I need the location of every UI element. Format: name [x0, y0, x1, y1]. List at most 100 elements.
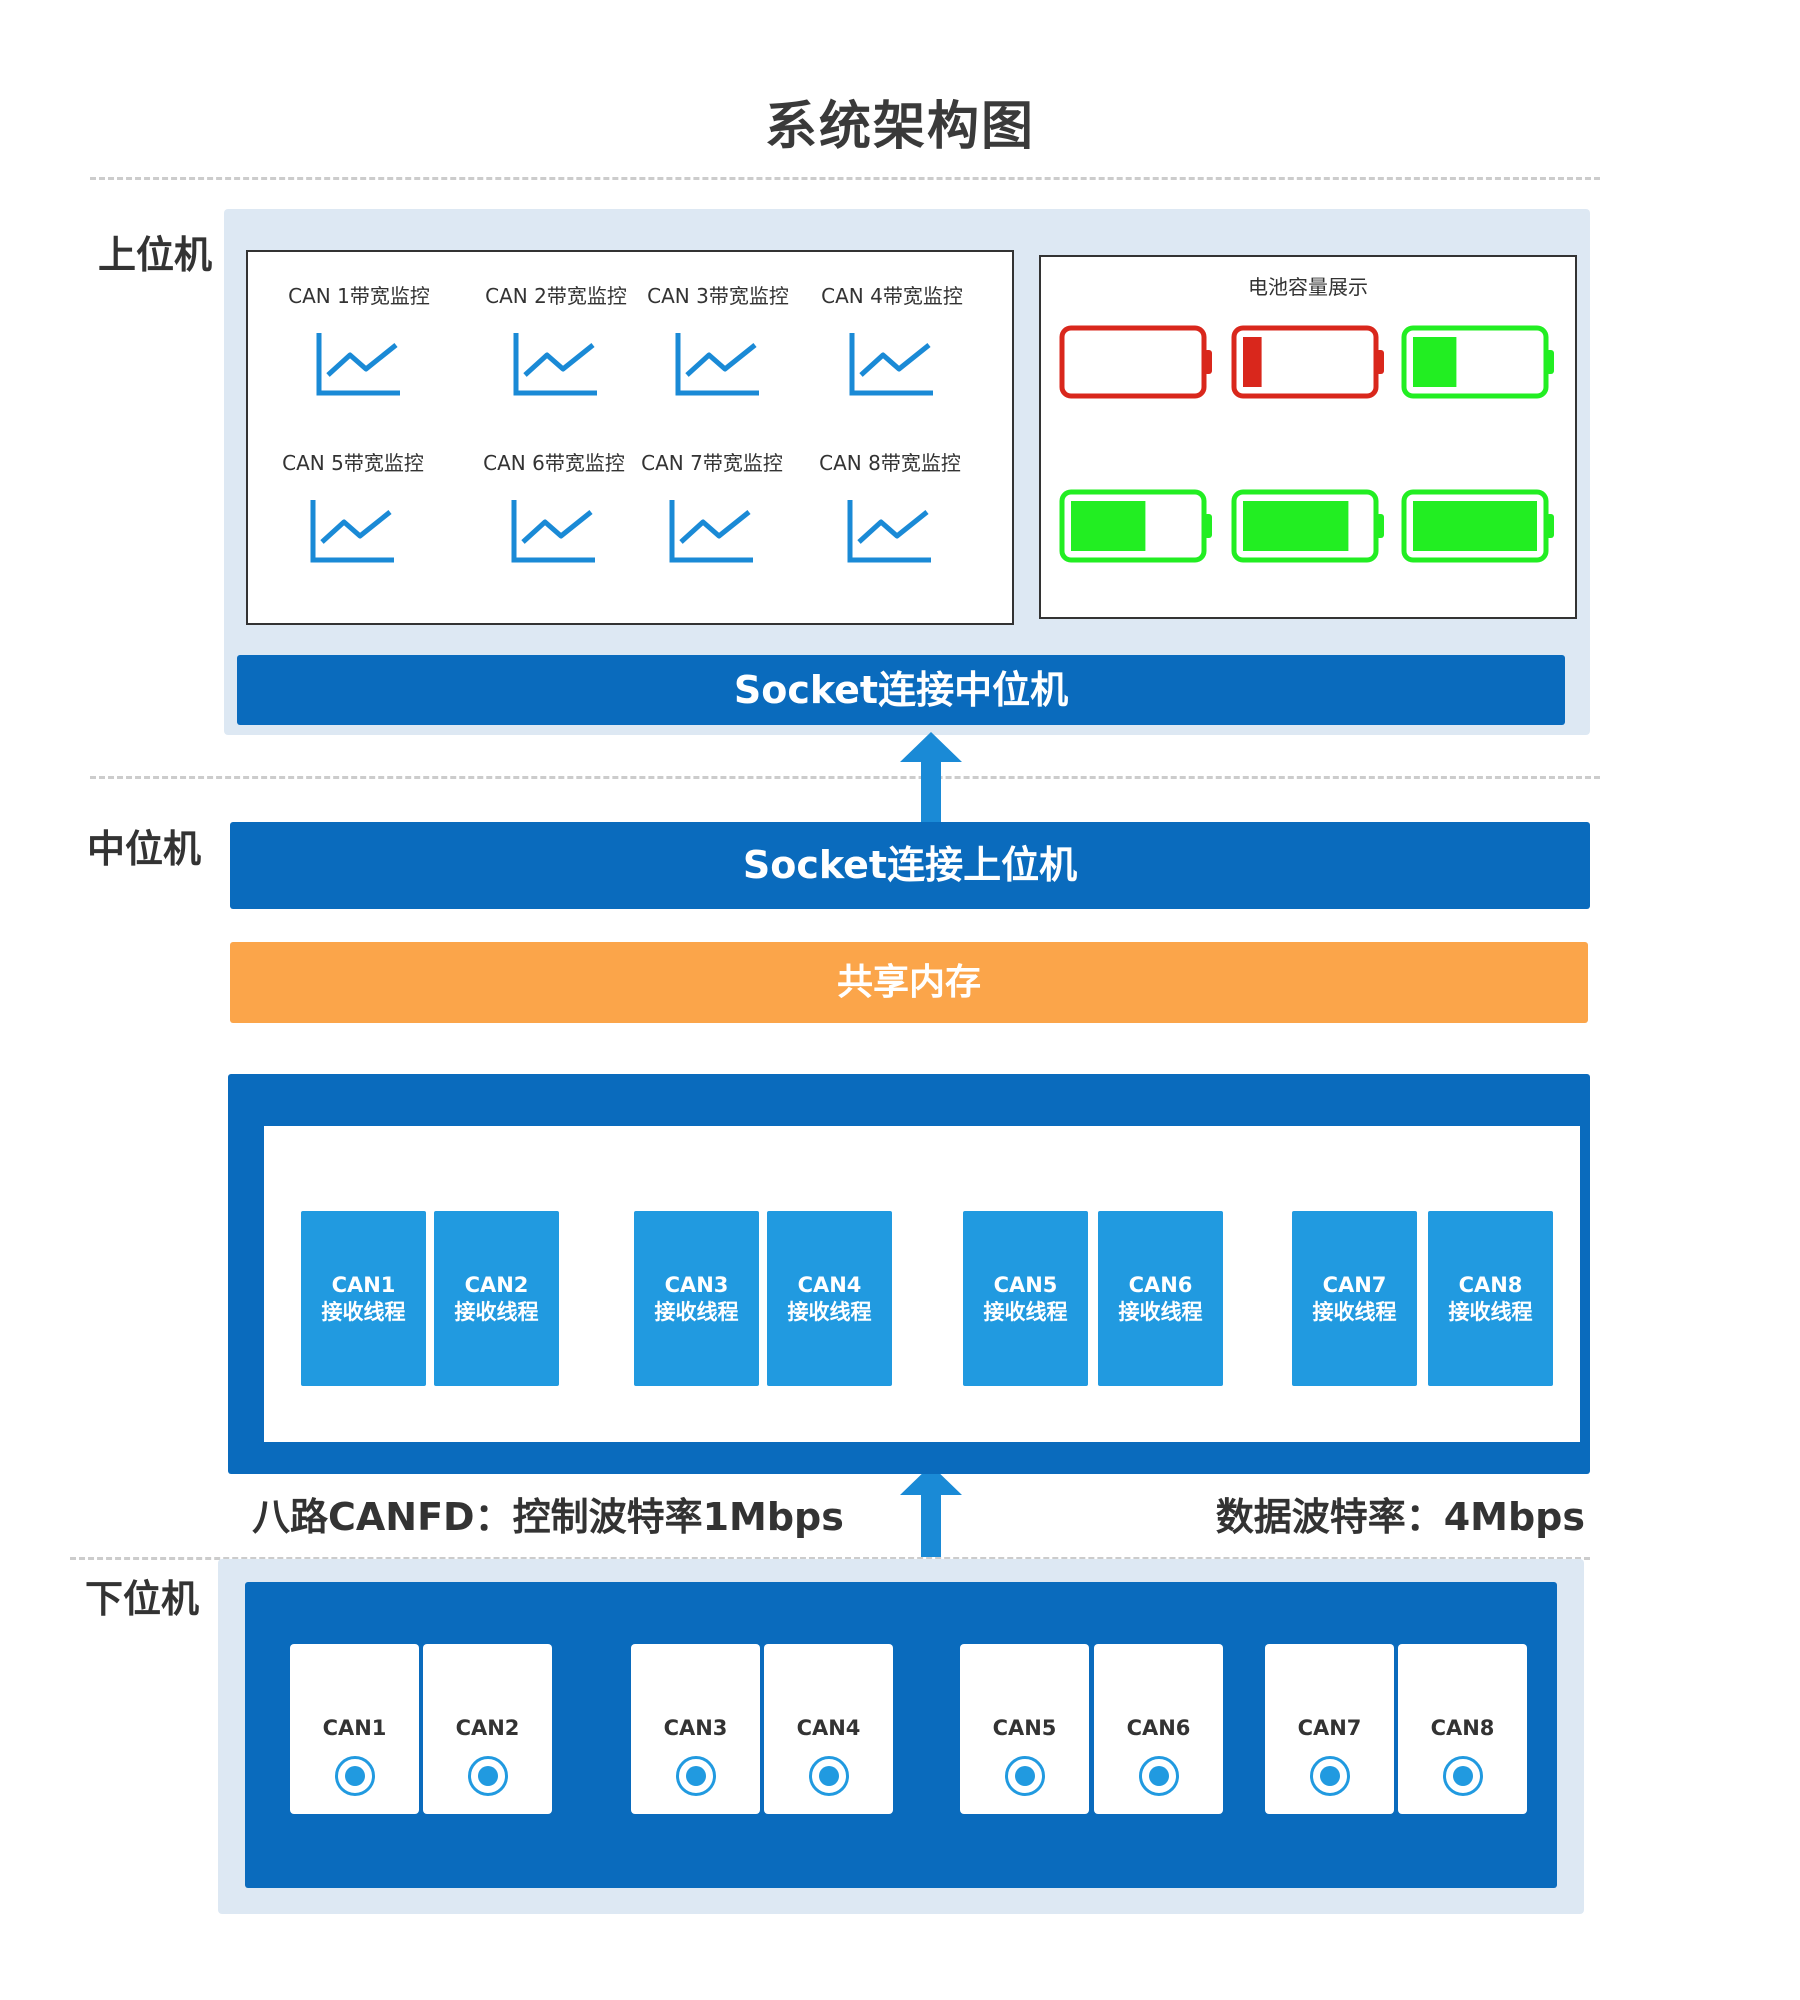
monitor-can8: CAN 8带宽监控 — [815, 447, 965, 564]
connector-icon — [1138, 1756, 1179, 1796]
battery-level-fill — [1413, 501, 1537, 551]
connector-icon — [1004, 1756, 1045, 1796]
lower-panel: CAN1 CAN2 CAN3 CAN4 CAN5 CAN6 CAN7 CAN8 — [218, 1559, 1584, 1914]
thread-sub-label: 接收线程 — [454, 1299, 539, 1324]
thread-sub-label: 接收线程 — [983, 1299, 1068, 1324]
line-chart-icon — [513, 333, 597, 396]
can-ports-frame: CAN1 CAN2 CAN3 CAN4 CAN5 CAN6 CAN7 CAN8 — [245, 1582, 1557, 1888]
thread-can-label: CAN1 — [331, 1272, 396, 1297]
separator-top — [90, 177, 1600, 180]
diagram-title: 系统架构图 — [764, 97, 1035, 157]
monitor-can4: CAN 4带宽监控 — [817, 280, 967, 397]
link-note-left: 八路CANFD：控制波特率1Mbps — [252, 1495, 844, 1539]
socket-to-middle-bar: Socket连接中位机 — [237, 655, 1565, 725]
line-chart-icon — [310, 500, 394, 563]
thread-can-label: CAN2 — [464, 1272, 529, 1297]
connector-icon — [1442, 1756, 1483, 1796]
monitor-can3: CAN 3带宽监控 — [643, 280, 793, 397]
port-can6: CAN6 — [1094, 1644, 1223, 1814]
line-chart-icon — [316, 333, 400, 396]
monitor-label: CAN 8带宽监控 — [819, 451, 961, 475]
battery-icon — [1401, 325, 1554, 399]
layer-label-middle: 中位机 — [87, 827, 202, 871]
battery-icon — [1059, 489, 1212, 563]
port-label: CAN7 — [1297, 1716, 1362, 1740]
separator-upper-middle — [90, 776, 1600, 779]
monitor-label: CAN 7带宽监控 — [641, 451, 783, 475]
monitor-can1: CAN 1带宽监控 — [284, 280, 434, 397]
battery-icon — [1059, 325, 1212, 399]
battery-icon — [1231, 325, 1384, 399]
arrow-up-icon — [900, 732, 962, 822]
thread-can-label: CAN4 — [797, 1272, 862, 1297]
port-label: CAN2 — [455, 1716, 520, 1740]
port-label: CAN8 — [1430, 1716, 1495, 1740]
battery-level-fill — [1413, 337, 1457, 387]
port-can3: CAN3 — [631, 1644, 760, 1814]
thread-sub-label: 接收线程 — [1312, 1299, 1397, 1324]
port-label: CAN1 — [322, 1716, 387, 1740]
separator-middle-lower — [70, 1557, 1590, 1560]
monitor-label: CAN 2带宽监控 — [485, 284, 627, 308]
port-can4: CAN4 — [764, 1644, 893, 1814]
shared-memory-bar: 共享内存 — [230, 942, 1588, 1023]
battery-icon — [1231, 489, 1384, 563]
monitor-label: CAN 4带宽监控 — [821, 284, 963, 308]
battery-icons — [1041, 257, 1575, 617]
monitor-can6: CAN 6带宽监控 — [479, 447, 629, 564]
thread-can-label: CAN3 — [664, 1272, 729, 1297]
monitor-label: CAN 5带宽监控 — [282, 451, 424, 475]
port-label: CAN3 — [663, 1716, 728, 1740]
port-label: CAN6 — [1126, 1716, 1191, 1740]
monitor-can2: CAN 2带宽监控 — [481, 280, 631, 397]
thread-can-label: CAN7 — [1322, 1272, 1387, 1297]
battery-icon — [1401, 489, 1554, 563]
layer-label-lower: 下位机 — [85, 1577, 200, 1621]
link-note-right: 数据波特率：4Mbps — [1215, 1495, 1585, 1539]
battery-level-fill — [1071, 501, 1146, 551]
thread-can-label: CAN8 — [1458, 1272, 1523, 1297]
port-can8: CAN8 — [1398, 1644, 1527, 1814]
connector-icon — [808, 1756, 849, 1796]
socket-to-upper-bar: Socket连接上位机 — [230, 822, 1590, 909]
line-chart-icon — [511, 500, 595, 563]
bandwidth-monitor-box: CAN 1带宽监控 CAN 2带宽监控 CAN 3带宽监控 CAN 4带宽监控 … — [246, 250, 1014, 625]
upper-panel: CAN 1带宽监控 CAN 2带宽监控 CAN 3带宽监控 CAN 4带宽监控 … — [224, 209, 1590, 735]
port-can5: CAN5 — [960, 1644, 1089, 1814]
line-chart-icon — [847, 500, 931, 563]
monitor-label: CAN 3带宽监控 — [647, 284, 789, 308]
connector-icon — [467, 1756, 508, 1796]
monitor-label: CAN 6带宽监控 — [483, 451, 625, 475]
connector-icon — [1309, 1756, 1350, 1796]
monitor-label: CAN 1带宽监控 — [288, 284, 430, 308]
line-chart-icon — [849, 333, 933, 396]
battery-level-fill — [1243, 501, 1349, 551]
battery-display-box: 电池容量展示 — [1039, 255, 1577, 619]
port-can1: CAN1 — [290, 1644, 419, 1814]
line-chart-icon — [669, 500, 753, 563]
thread-sub-label: 接收线程 — [1448, 1299, 1533, 1324]
layer-label-upper: 上位机 — [98, 233, 213, 277]
monitor-can7: CAN 7带宽监控 — [637, 447, 787, 564]
arrow-up-icon — [900, 1465, 962, 1557]
connector-icon — [675, 1756, 716, 1796]
thread-can-label: CAN5 — [993, 1272, 1058, 1297]
thread-sub-label: 接收线程 — [321, 1299, 406, 1324]
thread-sub-label: 接收线程 — [787, 1299, 872, 1324]
battery-title: 电池容量展示 — [1248, 275, 1368, 299]
thread-sub-label: 接收线程 — [654, 1299, 739, 1324]
port-label: CAN4 — [796, 1716, 861, 1740]
port-can2: CAN2 — [423, 1644, 552, 1814]
thread-sub-label: 接收线程 — [1118, 1299, 1203, 1324]
line-chart-icon — [675, 333, 759, 396]
port-label: CAN5 — [992, 1716, 1057, 1740]
